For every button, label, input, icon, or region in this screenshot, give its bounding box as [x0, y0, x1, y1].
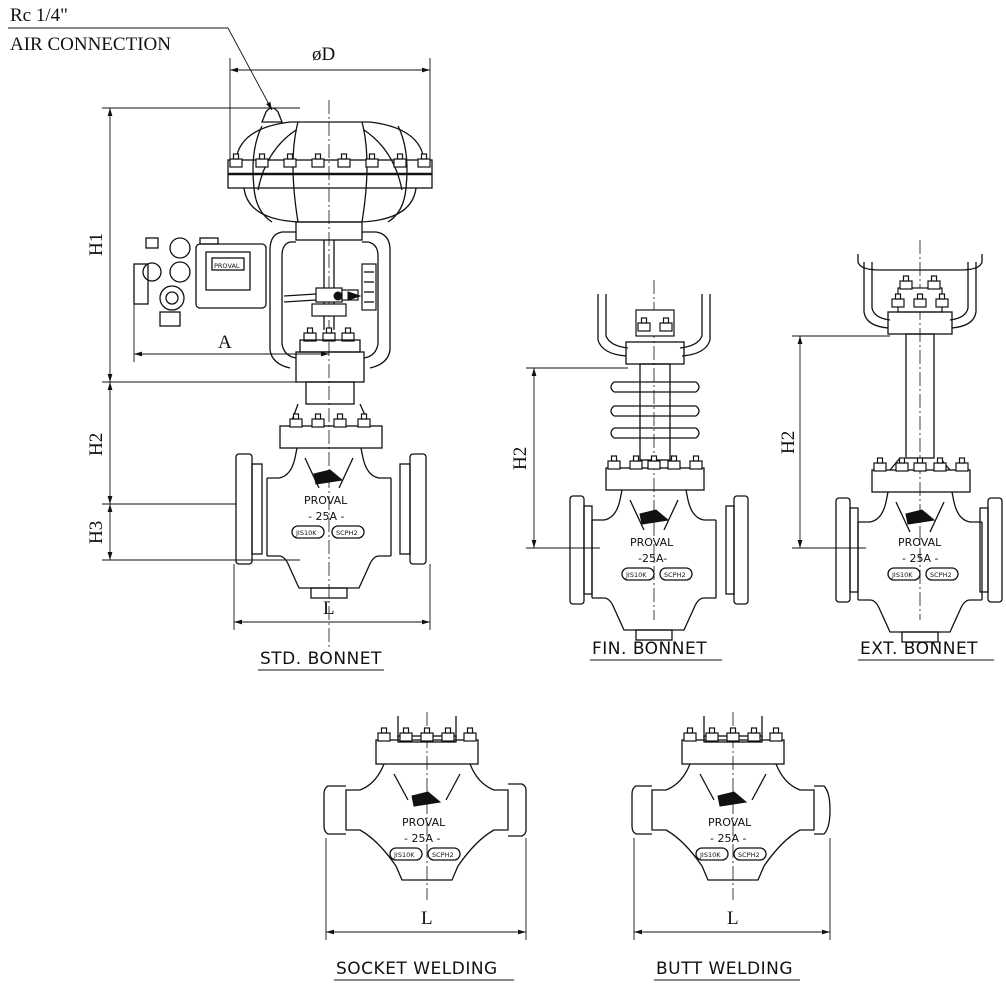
socket-cast-brand: PROVAL [402, 816, 446, 829]
ext-cast-rating: JIS10K [891, 571, 913, 579]
butt-cast-size: - 25A - [710, 832, 746, 845]
butt-cast-rating: JIS10K [699, 851, 721, 859]
butt-welding-caption: BUTT WELDING [656, 959, 793, 979]
std-cast-size: - 25A - [308, 510, 344, 523]
air-thread-label: Rc 1/4" [10, 5, 68, 26]
air-connection-label: AIR CONNECTION [10, 34, 171, 55]
ext-cast-brand: PROVAL [898, 536, 942, 549]
std-bonnet-caption: STD. BONNET [260, 649, 382, 669]
butt-cast-material: SCPH2 [738, 851, 760, 859]
butt-l-label: L [727, 908, 739, 929]
ext-h2-label: H2 [778, 431, 799, 454]
diameter-label: øD [312, 44, 335, 65]
ext-cast-size: - 25A - [902, 552, 938, 565]
fin-cast-brand: PROVAL [630, 536, 674, 549]
air-connection-callout: Rc 1/4" AIR CONNECTION [8, 5, 273, 111]
socket-cast-material: SCPH2 [432, 851, 454, 859]
fin-h2-label: H2 [510, 447, 531, 470]
ext-cast-material: SCPH2 [930, 571, 952, 579]
a-label: A [218, 332, 232, 353]
socket-cast-rating: JIS10K [393, 851, 415, 859]
socket-welding-caption: SOCKET WELDING [336, 959, 498, 979]
positioner: PROVAL [133, 237, 267, 327]
std-cast-rating: JIS10K [295, 529, 317, 537]
std-cast-material: SCPH2 [336, 529, 358, 537]
socket-cast-size: - 25A - [404, 832, 440, 845]
h1-label: H1 [86, 233, 107, 256]
socket-l-label: L [421, 908, 433, 929]
std-cast-brand: PROVAL [304, 494, 348, 507]
h2-label: H2 [86, 433, 107, 456]
butt-welding-assembly: PROVAL - 25A - JIS10K SCPH2 L BUTT WELDI… [631, 712, 831, 981]
std-bonnet-assembly: øD [86, 44, 433, 671]
fin-cast-size: -25A- [638, 552, 667, 565]
ext-bonnet-assembly: PROVAL - 25A - JIS10K SCPH2 H2 EXT. BONN… [778, 240, 1003, 661]
fin-bonnet-caption: FIN. BONNET [592, 639, 707, 659]
socket-welding-assembly: PROVAL - 25A - JIS10K SCPH2 L SOCKET WEL… [323, 712, 527, 981]
h3-label: H3 [86, 521, 107, 544]
ext-bonnet-caption: EXT. BONNET [860, 639, 978, 659]
butt-cast-brand: PROVAL [708, 816, 752, 829]
positioner-brand: PROVAL [214, 262, 240, 270]
fin-cast-material: SCPH2 [664, 571, 686, 579]
std-l-label: L [323, 598, 335, 619]
fin-cast-rating: JIS10K [625, 571, 647, 579]
fin-bonnet-assembly: PROVAL -25A- JIS10K SCPH2 H2 FIN. BONNET [510, 280, 749, 661]
